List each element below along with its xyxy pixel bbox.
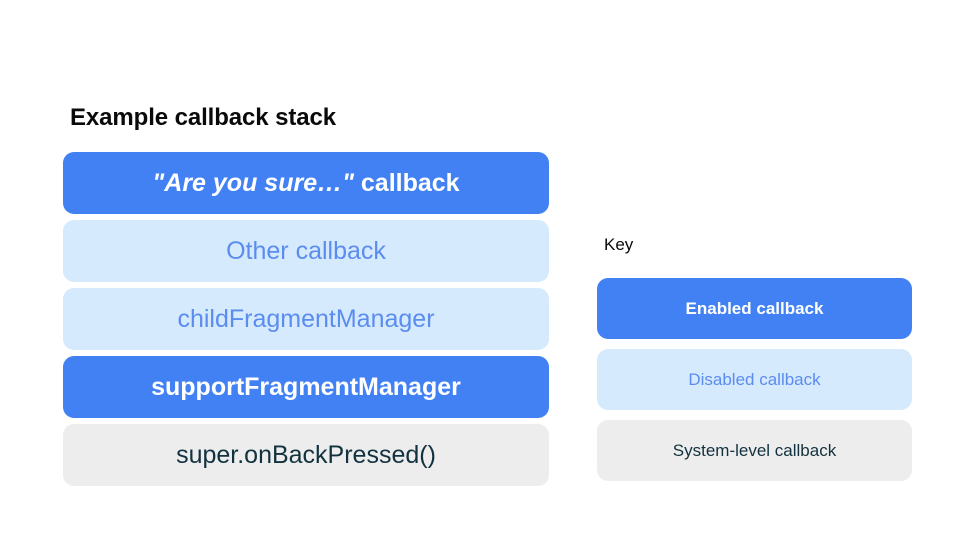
- stack-row-child-fragment-manager: childFragmentManager: [63, 288, 549, 350]
- key-panel: Key Enabled callback Disabled callback S…: [597, 234, 912, 481]
- key-item-disabled-callback: Disabled callback: [597, 349, 912, 410]
- stack-row-support-fragment-manager: supportFragmentManager: [63, 356, 549, 418]
- key-item-enabled-callback: Enabled callback: [597, 278, 912, 339]
- stack-row-other-callback: Other callback: [63, 220, 549, 282]
- key-item-label: System-level callback: [672, 440, 837, 460]
- key-item-list: Enabled callback Disabled callback Syste…: [597, 278, 912, 481]
- key-item-label: Disabled callback: [688, 369, 821, 389]
- stack-row-list: "Are you sure…" callback Other callback …: [63, 152, 549, 486]
- stack-row-label: "Are you sure…" callback: [152, 168, 459, 198]
- stack-row-label-emphasis: "Are you sure…": [152, 169, 354, 197]
- stack-row-label: supportFragmentManager: [151, 373, 461, 401]
- key-title: Key: [604, 235, 634, 254]
- stack-row-label: Other callback: [226, 237, 386, 265]
- stack-row-are-you-sure: "Are you sure…" callback: [63, 152, 549, 214]
- callback-stack-panel: Example callback stack "Are you sure…" c…: [63, 103, 549, 486]
- stack-row-label: childFragmentManager: [177, 305, 435, 333]
- stack-row-super-on-back-pressed: super.onBackPressed(): [63, 424, 549, 486]
- key-item-system-level-callback: System-level callback: [597, 420, 912, 481]
- key-item-label: Enabled callback: [685, 298, 824, 318]
- stack-row-label: super.onBackPressed(): [176, 441, 436, 469]
- stack-title: Example callback stack: [70, 104, 336, 131]
- stack-row-label-tail: callback: [353, 169, 460, 197]
